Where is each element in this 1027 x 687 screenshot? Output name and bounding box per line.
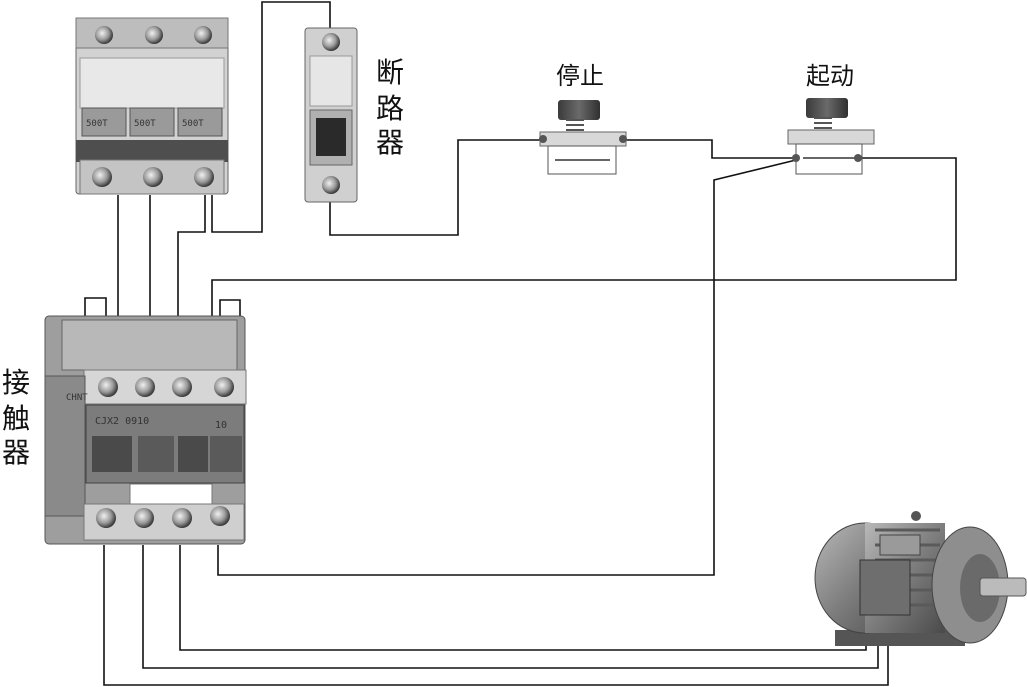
start-button: 起动: [787, 62, 875, 175]
breaker-1pole: [304, 27, 358, 203]
motor: [814, 511, 1027, 646]
stop-button: 停止: [539, 62, 627, 175]
contactor-model: CJX2 0910: [95, 416, 149, 427]
wire-start-aux: [211, 157, 957, 370]
contactor-label-1: 接: [2, 366, 30, 399]
wire-control-feed: [211, 1, 331, 233]
breaker-label: 断 路 器: [376, 56, 404, 159]
breaker-3pole: 500T 500T 500T: [75, 17, 229, 195]
start-label: 起动: [806, 62, 854, 90]
pole-label: 500T: [182, 119, 204, 129]
breaker-label-3: 器: [376, 126, 404, 159]
pole-label: 500T: [134, 119, 156, 129]
contactor: CHNT CJX2 0910 10: [44, 315, 247, 545]
contactor-brand: CHNT: [66, 393, 88, 403]
wire-L3: [177, 195, 206, 370]
contactor-label-2: 触: [2, 402, 30, 435]
contactor-side-label: 10: [215, 420, 227, 431]
wire-T3: [179, 545, 867, 651]
wire-breaker-stop: [329, 139, 540, 236]
wire-start-coil: [217, 159, 797, 576]
breaker-label-1: 断: [376, 56, 404, 89]
contactor-label-3: 器: [2, 436, 30, 469]
breaker-label-2: 路: [376, 92, 404, 125]
contactor-label: 接 触 器: [2, 366, 30, 469]
wire-T1: [103, 545, 889, 686]
wire-stop-start: [626, 139, 796, 159]
pole-label: 500T: [86, 119, 108, 129]
stop-label: 停止: [556, 62, 604, 90]
